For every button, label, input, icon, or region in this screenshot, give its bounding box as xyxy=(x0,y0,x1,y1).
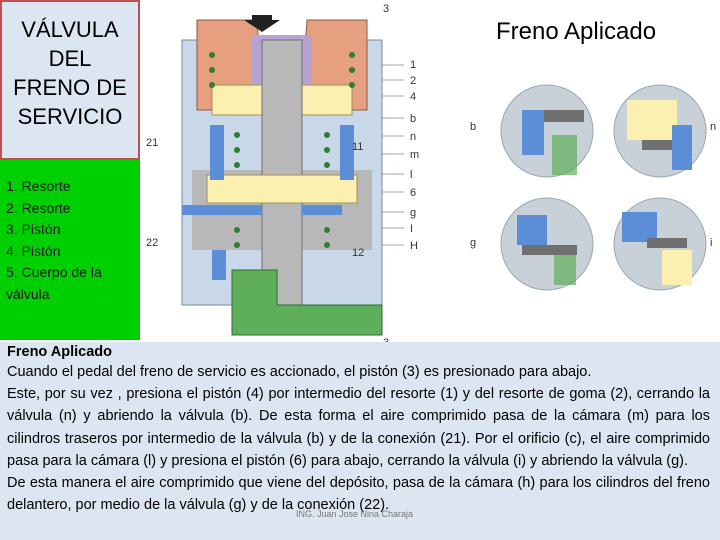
diagram-label: n xyxy=(410,131,416,143)
legend-item: 1. Resorte xyxy=(6,178,71,194)
diagram-label: l xyxy=(410,169,412,181)
parts-legend: 1. Resorte 2. Resorte 3. Pistón 4. Pistó… xyxy=(0,160,140,340)
diagram-label: m xyxy=(410,149,419,161)
diagram-label: H xyxy=(410,240,418,252)
diagram-label: b xyxy=(470,121,476,133)
description-body: Cuando el pedal del freno de servicio es… xyxy=(7,361,710,516)
title-line: FRENO DE xyxy=(13,75,127,100)
diagram-label: 11 xyxy=(352,141,363,153)
diagram-label: 12 xyxy=(352,247,364,259)
diagram-label: 1 xyxy=(410,59,416,71)
diagram-label: 21 xyxy=(146,137,158,149)
detail-i xyxy=(613,197,707,291)
diagram-label: b xyxy=(410,113,416,125)
title-line: SERVICIO xyxy=(17,104,123,129)
author-watermark: ING. Juan Jose Nina Charaja xyxy=(296,509,414,519)
legend-item: 4. Pistón xyxy=(6,242,61,259)
diagram-label: g xyxy=(410,207,416,219)
legend-item: 2. Resorte xyxy=(6,199,71,216)
legend-item: 3. Pistón xyxy=(6,221,61,237)
description-paragraph: Este, por su vez , presiona el pistón (4… xyxy=(7,386,710,469)
diagram-label: 6 xyxy=(410,187,416,199)
diagram-label: g xyxy=(470,237,476,249)
diagram-label: I xyxy=(410,223,413,235)
description-paragraph: Cuando el pedal del freno de servicio es… xyxy=(7,364,592,380)
diagram-label: 4 xyxy=(410,91,416,103)
detail-b xyxy=(500,84,594,178)
diagram-label: 22 xyxy=(146,237,158,249)
description-panel xyxy=(0,342,720,540)
slide-title-box: VÁLVULA DEL FRENO DE SERVICIO xyxy=(0,0,140,160)
title-line: VÁLVULA xyxy=(21,17,119,42)
description-paragraph: De esta manera el aire comprimido que vi… xyxy=(7,475,710,514)
valve-diagram: 3 1 2 4 b n m l 6 g I H 21 22 11 12 3 b … xyxy=(142,0,720,350)
detail-g xyxy=(500,197,594,291)
diagram-label: 3 xyxy=(383,3,389,15)
title-line: DEL xyxy=(48,46,92,71)
detail-n xyxy=(613,84,707,178)
diagram-label: 2 xyxy=(410,75,416,87)
diagram-label: n xyxy=(710,121,716,133)
valve-cross-section: 3 1 2 4 b n m l 6 g I H 21 22 11 12 3 b … xyxy=(146,3,716,349)
description-title: Freno Aplicado xyxy=(7,344,112,360)
diagram-label: i xyxy=(710,237,712,249)
slide-heading: Freno Aplicado xyxy=(496,18,657,45)
legend-item: 5. Cuerpo de la válvula xyxy=(6,264,102,302)
